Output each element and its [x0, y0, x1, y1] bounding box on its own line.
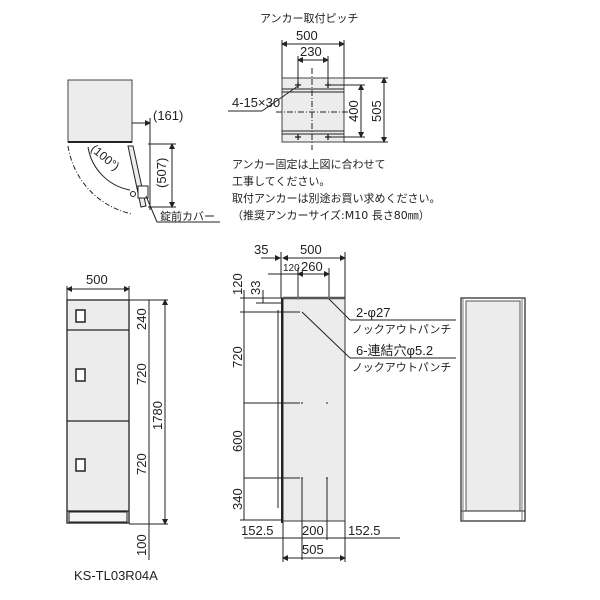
side-bottom-left: 152.5 — [241, 523, 274, 538]
total-height: 1780 — [150, 401, 165, 430]
callout-knockout-27-desc: ノックアウトパンチ — [352, 323, 451, 336]
anchor-pitch-title: アンカー取付ピッチ — [260, 12, 359, 25]
callout-connect-holes-desc: ノックアウトパンチ — [352, 361, 451, 374]
side-hole-offset-b: 260 — [301, 259, 323, 274]
callout-knockout-27: 2-φ27 — [356, 305, 390, 320]
side-offset-left: 35 — [254, 242, 268, 257]
base-height: 100 — [134, 534, 149, 556]
anchor-pitch-diagram — [228, 40, 388, 150]
side-v3: 340 — [230, 488, 245, 510]
side-top-a: 120 — [230, 273, 245, 295]
side-width-top: 500 — [300, 242, 322, 257]
side-hole-offset-a: 120 — [283, 263, 300, 274]
installation-notes: アンカー固定は上図に合わせて 工事してください。 取付アンカーは別途お買い求めく… — [232, 156, 441, 224]
model-number: KS-TL03R04A — [74, 568, 158, 583]
anchor-width-inner: 230 — [300, 44, 322, 59]
anchor-height-outer: 505 — [369, 100, 384, 122]
compartment-3-height: 720 — [134, 453, 149, 475]
side-bottom-mid: 200 — [302, 523, 324, 538]
side-bottom-right: 152.5 — [348, 523, 381, 538]
compartment-1-height: 240 — [134, 308, 149, 330]
top-view-diagram — [67, 79, 220, 223]
lock-cover-label: 錠前カバー — [160, 209, 215, 223]
note-line-2: 工事してください。 — [232, 175, 331, 188]
note-line-3: 取付アンカーは別途お買い求めください。 — [232, 192, 441, 205]
side-bottom-total: 505 — [302, 542, 324, 557]
side-v1: 720 — [230, 346, 245, 368]
compartment-2-height: 720 — [134, 363, 149, 385]
callout-connect-holes: 6-連結穴φ5.2 — [356, 343, 433, 358]
top-view-clearance: (161) — [153, 108, 183, 123]
side-v2: 600 — [230, 430, 245, 452]
rear-view-diagram — [460, 297, 526, 522]
front-view-diagram — [66, 286, 168, 560]
note-line-1: アンカー固定は上図に合わせて — [232, 158, 386, 171]
front-width: 500 — [86, 272, 108, 287]
side-view-diagram — [240, 252, 456, 562]
anchor-height-inner: 400 — [346, 100, 361, 122]
door-angle: (100°) — [88, 142, 122, 174]
side-top-b: 33 — [248, 281, 263, 295]
anchor-width-outer: 500 — [296, 28, 318, 43]
anchor-hole-label: 4-15×30 — [232, 95, 280, 110]
door-depth: (507) — [154, 158, 169, 188]
note-line-4: （推奨アンカーサイズ:M10 長さ80㎜） — [232, 209, 430, 222]
